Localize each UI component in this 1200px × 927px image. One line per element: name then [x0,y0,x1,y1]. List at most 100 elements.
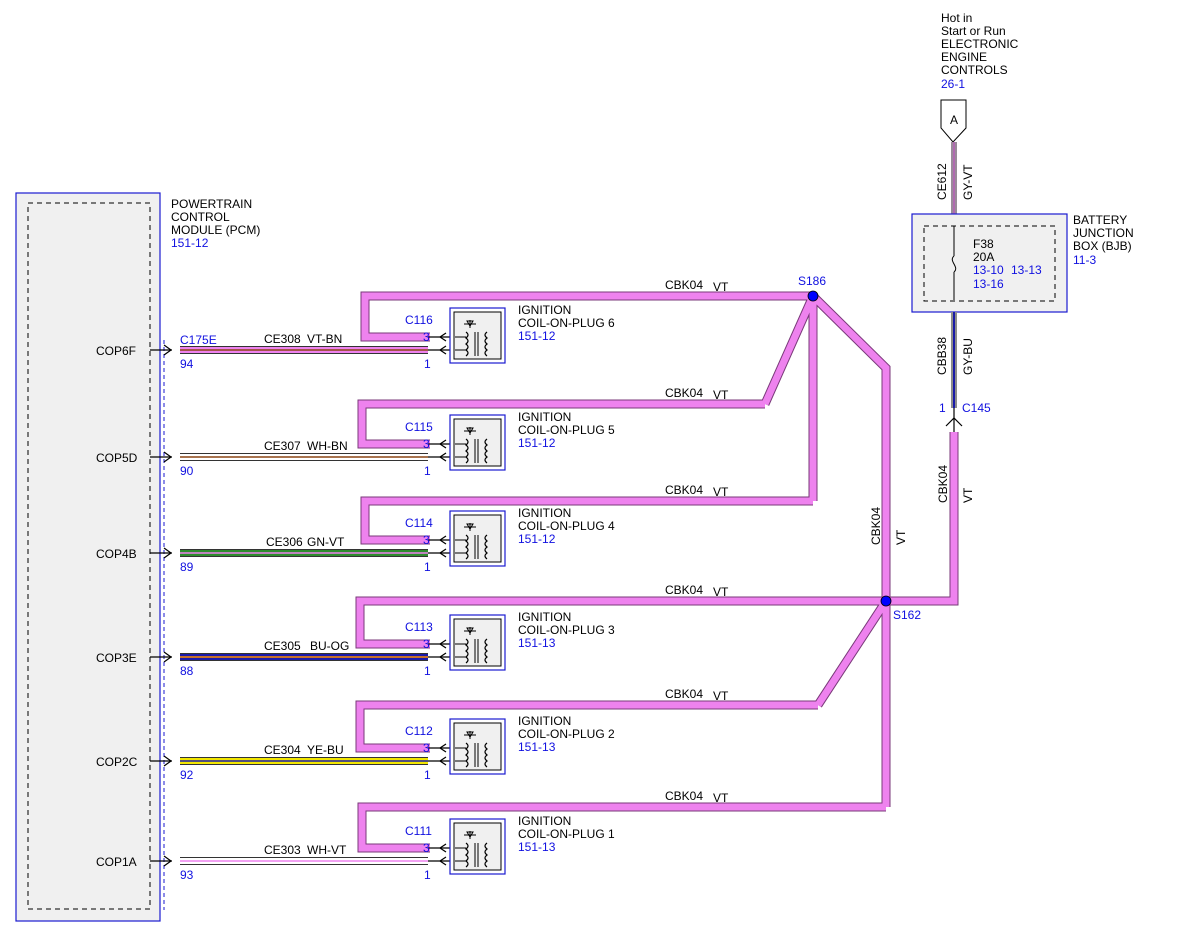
splice-s186[interactable] [807,290,819,302]
ground-circuit-label: CBK04 [665,386,703,400]
pcm-ref: 151-12 [171,236,209,250]
signal-circuit-label: CE308 [264,332,301,346]
bjb-title-line-1: BATTERY [1073,213,1127,227]
coil-ref: 151-13 [518,636,556,650]
ignition-coil[interactable] [449,510,506,567]
signal-wire[interactable] [180,757,428,765]
pcm-pin-number: 88 [180,664,194,678]
pcm-pin-number: 94 [180,357,194,371]
c145-connector-icon [945,408,963,432]
pcm-pin-label: COP2C [96,755,138,769]
signal-circuit-label: CE304 [264,743,301,757]
feed-upper-color: GY-VT [961,164,975,200]
source-flag[interactable] [940,99,967,143]
signal-wire[interactable] [180,653,428,661]
pcm-module[interactable] [15,192,165,922]
pin-arrow-icon [163,755,173,767]
coil-pin-a: 3 [423,533,430,547]
ignition-coil[interactable] [449,414,506,471]
coil-name: COIL-ON-PLUG 6 [518,316,615,330]
pin-arrow-icon [163,651,173,663]
pin-arrow-icon [163,344,173,356]
coil-title: IGNITION [518,410,571,424]
coil-symbol-icon [455,731,488,768]
signal-wire[interactable] [180,857,428,865]
ground-harness[interactable] [355,291,959,853]
bjb-ref-c: 13-16 [973,277,1004,291]
coil-pin-a: 3 [423,841,430,855]
coil-connector-label: C111 [405,824,432,838]
bjb-title-line-2: JUNCTION [1073,226,1134,240]
signal-color-label: YE-BU [307,743,344,757]
signal-wire[interactable] [180,453,428,461]
pin-arrow-icon [438,743,447,753]
bjb-ref-b: 13-13 [1011,263,1042,277]
coil-connector-label: C112 [405,724,433,738]
signal-color-label: WH-BN [307,439,348,453]
pcm-connector-label: C175E [180,333,217,347]
coil-pin-b: 1 [424,868,431,882]
ground-color-label: VT [713,585,729,599]
coil-connector-label: C114 [405,516,433,530]
coil-name: COIL-ON-PLUG 4 [518,519,615,533]
feed-lower-circuit: CBB38 [935,337,949,375]
bjb-box[interactable] [911,213,1068,313]
ground-circuit-label: CBK04 [665,483,703,497]
pcm-pin-label: COP3E [96,651,137,665]
fuse-name: F38 [973,237,994,251]
feed-wire-lower[interactable] [951,312,957,408]
splice-s186-label: S186 [798,274,826,288]
ignition-coil[interactable] [449,818,506,875]
source-ref: 26-1 [941,77,965,91]
source-line-1: Hot in [941,11,972,25]
coil-ref: 151-12 [518,329,556,343]
splice-s162[interactable] [880,595,892,607]
coil-symbol-icon [455,523,488,560]
pcm-title-line-3: MODULE (PCM) [171,223,260,237]
coil-name: COIL-ON-PLUG 3 [518,623,615,637]
coil-ref: 151-12 [518,532,556,546]
pin-arrow-icon [438,843,447,853]
coil-title: IGNITION [518,814,571,828]
coil-pin-b: 1 [424,464,431,478]
pcm-pin-number: 90 [180,464,194,478]
ignition-coil[interactable] [449,718,506,775]
pcm-pin-label: COP6F [96,344,136,358]
feed-wire-upper[interactable] [951,142,957,214]
pcm-pin-number: 92 [180,768,194,782]
vertical-ground-color-1: VT [894,529,908,545]
pcm-pin-number: 93 [180,868,194,882]
source-flag-letter: A [950,113,958,127]
signal-wire[interactable] [180,346,428,354]
pin-arrow-icon [163,451,173,463]
vertical-ground-circuit-1: CBK04 [869,507,883,545]
coil-ref: 151-12 [518,436,556,450]
coil-pin-b: 1 [424,560,431,574]
signal-wire[interactable] [180,549,428,557]
ground-color-label: VT [713,280,729,294]
coil-pin-b: 1 [424,664,431,678]
ground-circuit-label: CBK04 [665,278,703,292]
pin-arrow-icon [438,452,447,462]
feed-upper-circuit: CE612 [935,163,949,200]
ignition-coil[interactable] [449,307,506,364]
source-line-3: ELECTRONIC [941,37,1019,51]
coil-symbol-icon [455,831,488,868]
coil-name: COIL-ON-PLUG 1 [518,827,615,841]
pcm-title-line-2: CONTROL [171,210,230,224]
coil-pin-a: 3 [423,330,430,344]
c145-label: C145 [962,401,991,415]
source-line-2: Start or Run [941,24,1006,38]
signal-circuit-label: CE307 [264,439,301,453]
coil-pin-b: 1 [424,357,431,371]
ignition-coil[interactable] [449,614,506,671]
ground-color-label: VT [713,485,729,499]
signal-circuit-label: CE303 [264,843,301,857]
source-line-4: ENGINE [941,50,987,64]
coil-connector-label: C115 [405,420,433,434]
coil-title: IGNITION [518,506,571,520]
pcm-title-line-1: POWERTRAIN [171,197,252,211]
